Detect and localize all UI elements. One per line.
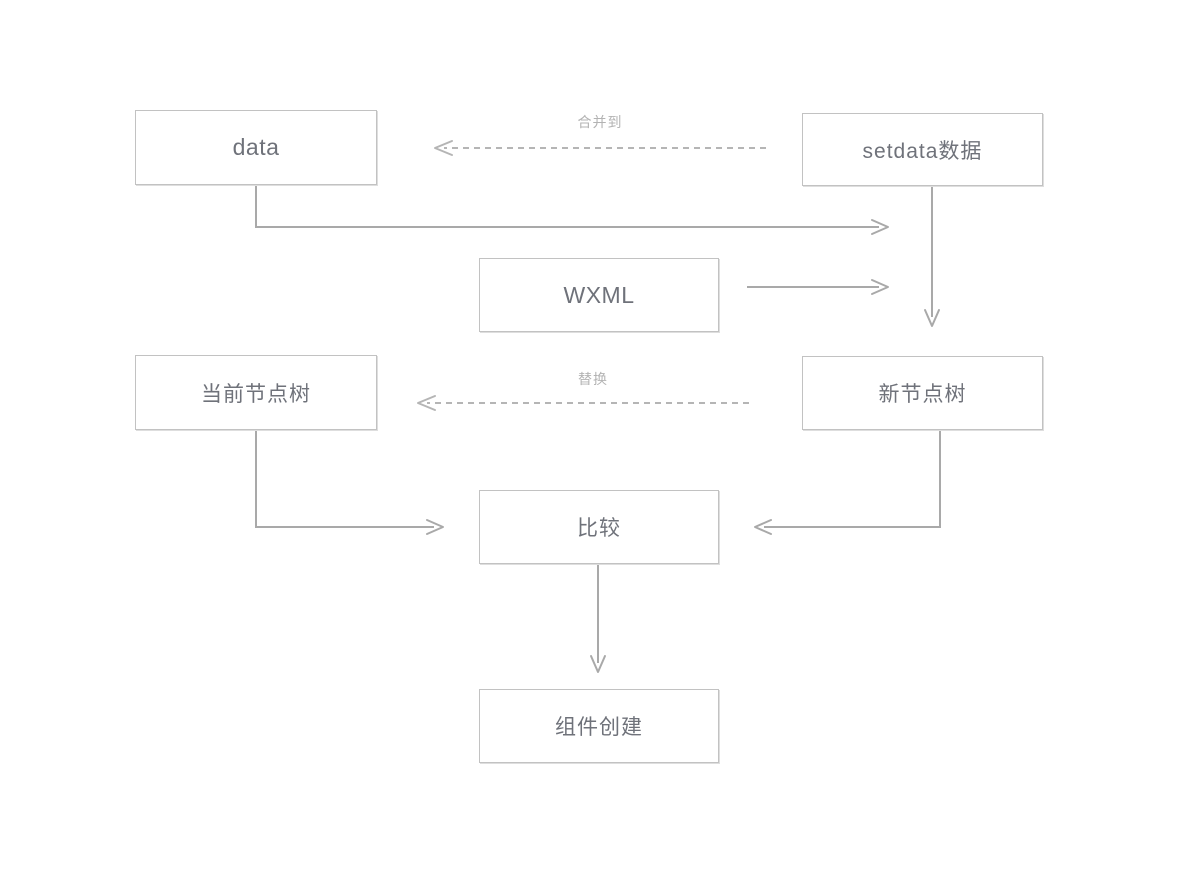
edge-compare-to-create bbox=[590, 565, 606, 673]
edge-label-merge: 合并到 bbox=[577, 114, 623, 130]
edge-wxml-to-newtree bbox=[747, 279, 889, 295]
edge-merge bbox=[434, 140, 766, 156]
node-wxml[interactable]: WXML bbox=[479, 258, 719, 332]
edge-data-to-newtree bbox=[255, 186, 889, 235]
node-compare[interactable]: 比较 bbox=[479, 490, 719, 564]
edge-currenttree-to-compare bbox=[255, 431, 444, 535]
edge-newtree-to-compare bbox=[754, 431, 941, 535]
edge-setdata-to-newtree bbox=[924, 187, 940, 327]
node-setdata[interactable]: setdata数据 bbox=[802, 113, 1043, 186]
edge-label-replace: 替换 bbox=[578, 371, 608, 387]
node-component-create[interactable]: 组件创建 bbox=[479, 689, 719, 763]
node-data[interactable]: data bbox=[135, 110, 377, 185]
edge-replace bbox=[417, 395, 749, 411]
node-current-tree[interactable]: 当前节点树 bbox=[135, 355, 377, 430]
node-new-tree[interactable]: 新节点树 bbox=[802, 356, 1043, 430]
